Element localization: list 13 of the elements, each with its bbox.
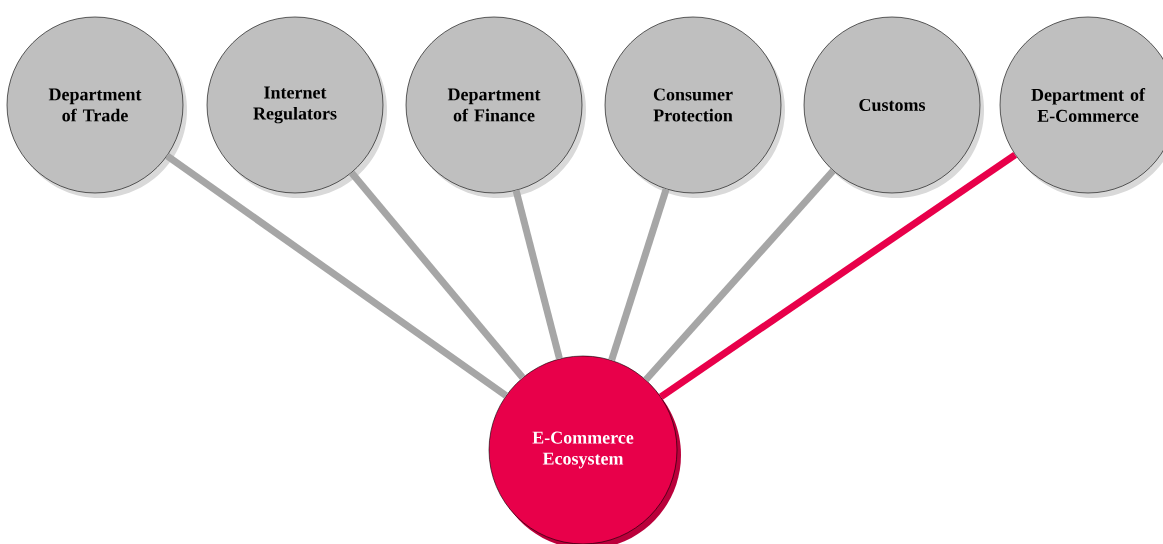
- connector-line: [512, 189, 563, 360]
- connector-line: [658, 151, 1018, 400]
- connector-line: [165, 153, 509, 399]
- circle-node: Consumer Protection: [604, 16, 785, 198]
- circle-node: Customs: [803, 16, 984, 198]
- connector-line: [608, 188, 670, 362]
- circle-node: Department of Trade: [6, 16, 187, 198]
- circle-node: Department of Finance: [405, 16, 586, 198]
- circle-node: E-Commerce Ecosystem: [488, 355, 681, 544]
- circle-node: Internet Regulators: [206, 16, 387, 198]
- circle-node: Department of E-Commerce: [999, 16, 1163, 198]
- connector-line: [643, 168, 836, 383]
- connector-line: [348, 170, 526, 380]
